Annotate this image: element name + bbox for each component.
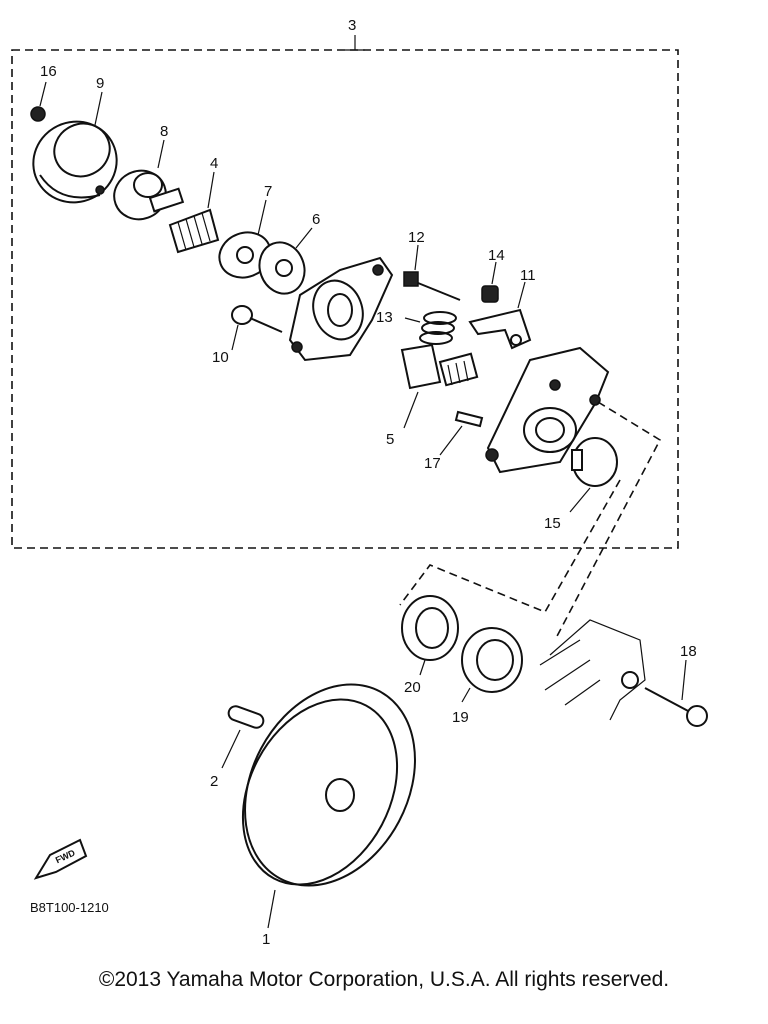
part-2-key <box>221 705 265 769</box>
label-part-2: 2 <box>210 773 218 790</box>
part-14-cap <box>481 261 499 303</box>
part-8-shaft <box>113 139 185 221</box>
label-part-14: 14 <box>488 247 505 264</box>
label-part-15: 15 <box>544 515 561 532</box>
drawing-code: B8T100-1210 <box>30 900 109 915</box>
label-part-20: 20 <box>404 679 421 696</box>
part-19-ring <box>461 627 523 703</box>
part-20-seal <box>401 595 459 676</box>
copyright-notice: ©2013 Yamaha Motor Corporation, U.S.A. A… <box>98 968 670 991</box>
label-part-9: 9 <box>96 75 104 92</box>
part-10-bolt <box>231 305 283 351</box>
label-part-3: 3 <box>348 17 356 34</box>
label-part-6: 6 <box>312 211 320 228</box>
label-part-1: 1 <box>262 931 270 948</box>
label-part-4: 4 <box>210 155 218 172</box>
label-part-10: 10 <box>212 349 229 366</box>
fwd-arrow-icon <box>33 838 88 880</box>
part-1-disc <box>241 683 416 929</box>
part-13-spring <box>404 311 457 345</box>
part-4-worm <box>168 171 220 254</box>
label-part-7: 7 <box>264 183 272 200</box>
part-16-bolt <box>30 81 47 122</box>
label-part-8: 8 <box>160 123 168 140</box>
crankcase-fragment <box>539 619 646 721</box>
assembly-boundary <box>11 49 679 549</box>
label-part-16: 16 <box>40 63 57 80</box>
pump-housing <box>288 256 394 362</box>
part-9-cover <box>32 91 118 204</box>
label-part-17: 17 <box>424 455 441 472</box>
part-18-bolt <box>644 659 708 727</box>
label-part-5: 5 <box>386 431 394 448</box>
part-15-plug <box>569 437 618 513</box>
part-17-pin <box>439 410 484 456</box>
label-part-19: 19 <box>452 709 469 726</box>
exploded-parts-diagram: 3 16 9 8 4 7 6 12 14 11 13 10 5 17 15 18… <box>11 17 708 948</box>
part-11-lever <box>468 281 532 350</box>
part-12-screw <box>403 244 461 301</box>
pump-cover <box>485 346 610 474</box>
label-part-18: 18 <box>680 643 697 660</box>
label-part-12: 12 <box>408 229 425 246</box>
label-part-13: 13 <box>376 309 393 326</box>
part-5-plunger <box>400 343 479 429</box>
label-part-11: 11 <box>520 267 536 284</box>
part-6-gasket <box>258 227 313 295</box>
